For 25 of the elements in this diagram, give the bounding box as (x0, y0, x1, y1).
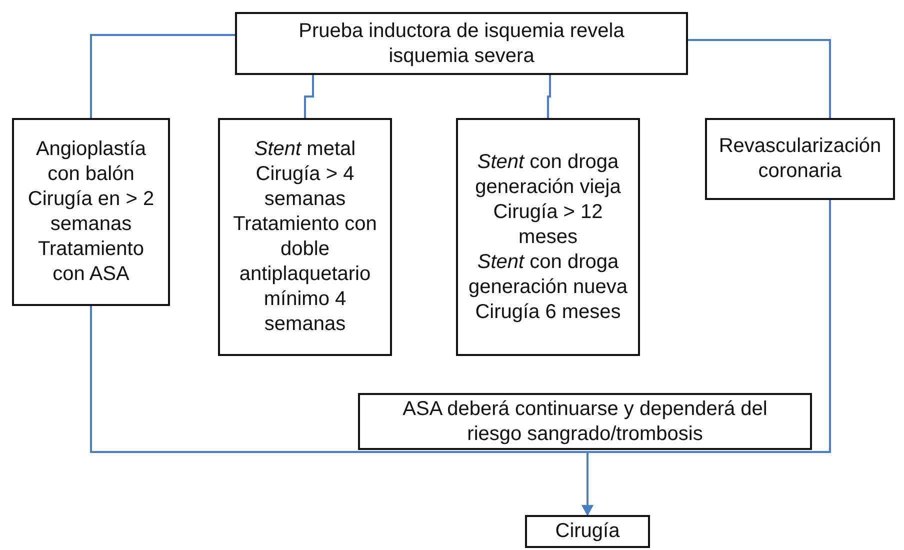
box-text: ASA deberá continuarse y dependerá del riesgo sangrado/trombosis (402, 396, 768, 446)
box-text: Stent con droga generación vieja (474, 150, 622, 200)
box-text: Stent metal (254, 137, 356, 162)
process-box (525, 515, 650, 548)
connector-line (688, 39, 831, 118)
box-text: Tratamiento con doble antiplaquetario mínimo 4 semanas (232, 212, 378, 337)
process-box (235, 12, 688, 75)
arrow (582, 200, 831, 516)
box-text: Prueba inductora de isquemia revela isquemia severa (298, 18, 626, 68)
connector-line (90, 34, 235, 118)
box-text: Revascularización coronaria (718, 134, 882, 184)
box-text: Tratamiento con ASA (37, 237, 145, 287)
box-text: Cirugía 6 meses (475, 300, 621, 324)
process-box (358, 393, 812, 450)
box-text: Stent con droga generación nueva (467, 250, 628, 300)
box-text: Angioplastía con balón (34, 137, 148, 187)
box-text: Cirugía en > 2 semanas (26, 187, 156, 237)
process-box (705, 118, 895, 200)
box-text: Cirugía > 4 semanas (254, 162, 356, 212)
process-box (12, 118, 170, 306)
process-box (456, 118, 640, 356)
process-box (218, 118, 392, 356)
connector-line (547, 75, 551, 118)
connector-line (304, 75, 314, 118)
box-text: Cirugía (555, 519, 620, 544)
